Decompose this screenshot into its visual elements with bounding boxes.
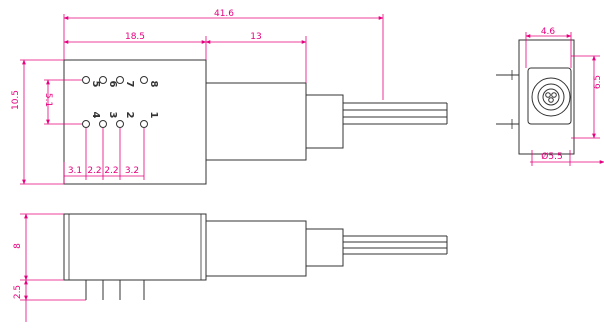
dim-label: 5.1 [43,93,53,107]
dim-label: 4.6 [541,27,556,37]
pin-label: 2 [124,112,135,119]
dim-end-height: 6.5 [571,55,603,139]
dim-label: 41.6 [214,9,234,19]
dim-label: 2.2 [87,166,101,176]
dim-lead-length: 2.5 [13,279,86,322]
dim-pin-row-spacing: 5.1 [43,79,82,125]
pin-label: 1 [148,112,159,119]
dim-body-height: 10.5 [11,59,64,185]
pin-label: 4 [90,112,101,119]
pin-circle [99,120,107,128]
end-fiber [548,97,554,103]
end-fiber [545,92,551,98]
dim-label: 13 [250,32,261,42]
dim-bore-diameter: Ø5.5 [530,150,604,166]
dim-label: 10.5 [11,90,21,110]
top-nozzle [305,94,344,149]
dim-body-length: 18.5 [63,32,307,83]
dim-sleeve-length: 13 [205,32,307,44]
pin-labels: 5 6 7 8 4 3 2 1 [90,81,159,119]
pin-circle [140,120,148,128]
dim-label: 6.5 [593,75,603,89]
side-leads [85,280,145,300]
pin-circle [116,76,124,84]
side-fiber-cable [343,235,448,255]
end-fiber [551,92,557,98]
side-view: 8 2.5 [13,213,448,322]
top-view: 5 6 7 8 4 3 2 1 41.6 18.5 13 [11,9,448,185]
top-fiber-cable [343,102,448,125]
dim-label: 2.5 [13,285,23,299]
dim-label: 2.2 [104,166,118,176]
pin-circle [99,76,107,84]
pin-circle [82,120,90,128]
pin-circle [116,120,124,128]
pin-label: 5 [90,81,101,88]
side-body [63,213,207,281]
pin-label: 8 [148,81,159,88]
side-nozzle [305,228,344,267]
pin-label: 7 [124,81,135,88]
dim-label: 3.1 [68,166,82,176]
dim-label: Ø5.5 [541,151,562,162]
dim-total-length: 41.6 [63,9,384,100]
side-sleeve [205,220,307,277]
pin-label: 3 [107,112,118,119]
top-sleeve [205,82,307,161]
dim-label: 8 [13,243,23,249]
pin-circles [82,76,148,128]
dim-label: 18.5 [125,32,145,42]
pin-circle [82,76,90,84]
dim-side-height: 8 [13,213,64,281]
dim-end-width: 4.6 [525,27,572,68]
dim-label: 3.2 [125,166,139,176]
end-view: 4.6 6.5 Ø5.5 [496,27,604,166]
pin-circle [140,76,148,84]
dim-pin-pitch: 3.1 2.2 2.2 3.2 [63,128,145,184]
pin-label: 6 [107,81,118,88]
